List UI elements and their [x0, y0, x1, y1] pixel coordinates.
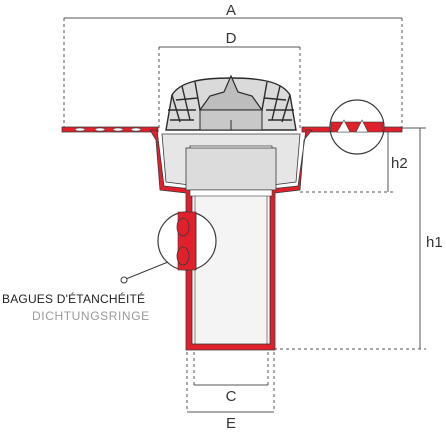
- dimension-label-c: C: [226, 388, 237, 405]
- leaf-guard-dome: [165, 74, 297, 131]
- callout-label-secondary: DICHTUNGSRINGE: [32, 309, 150, 323]
- dimension-label-h2: h2: [391, 155, 408, 172]
- callout-label-primary: BAGUES D'ÉTANCHÉITÉ: [2, 292, 146, 306]
- membrane-detail-circle: [329, 99, 385, 155]
- dimension-label-d: D: [226, 30, 237, 47]
- sealing-rings-detail-circle: [157, 211, 217, 271]
- callout-leader: [120, 261, 169, 284]
- dimension-label-e: E: [226, 415, 236, 432]
- dimension-label-a: A: [226, 2, 236, 19]
- insert-sleeve: [185, 147, 277, 191]
- dimension-label-h1: h1: [426, 234, 443, 251]
- outlet-pipe: [191, 189, 271, 345]
